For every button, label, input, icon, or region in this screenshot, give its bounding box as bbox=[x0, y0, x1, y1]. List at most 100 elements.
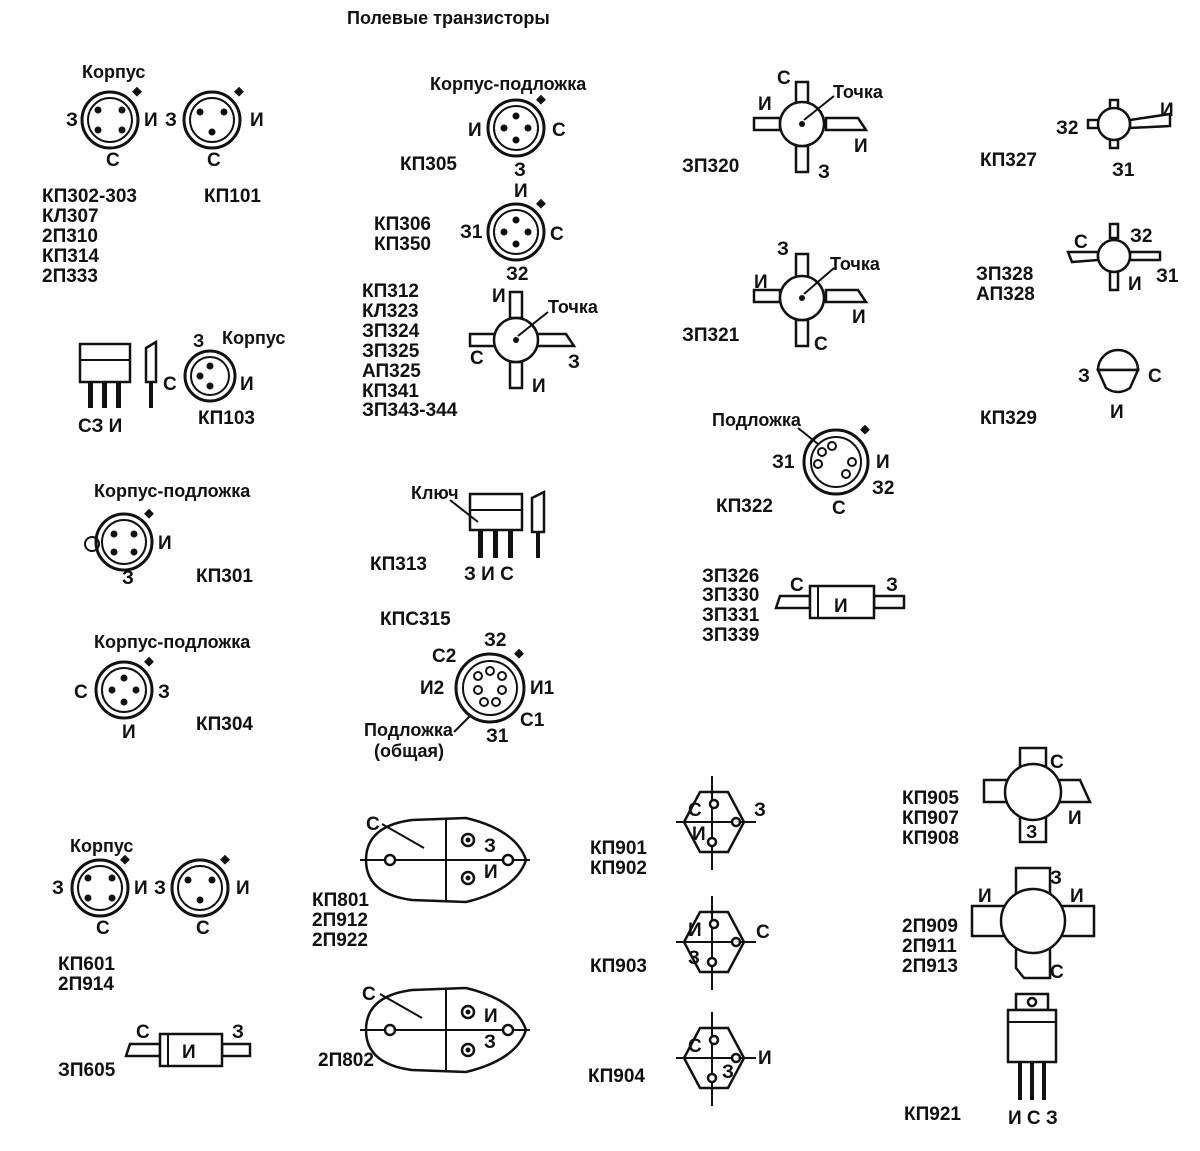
label: И bbox=[692, 824, 706, 845]
label: И bbox=[134, 878, 148, 899]
label: И bbox=[758, 1048, 772, 1069]
label: КП304 bbox=[196, 714, 253, 735]
label: И bbox=[1070, 886, 1084, 907]
label: Корпус-подложка bbox=[430, 74, 587, 94]
label: И bbox=[754, 272, 768, 293]
label: КП306 bbox=[374, 214, 431, 235]
label: Точка bbox=[548, 297, 599, 317]
label: Корпус bbox=[222, 328, 285, 348]
label: З bbox=[154, 878, 166, 899]
microstrip-3p320 bbox=[752, 80, 869, 174]
label: 2П912 bbox=[312, 910, 368, 931]
stripline-3p605 bbox=[124, 1032, 252, 1068]
label: С bbox=[163, 374, 177, 395]
label: Ключ bbox=[411, 483, 459, 503]
label: И bbox=[468, 120, 482, 141]
label: З bbox=[484, 836, 496, 857]
label: КП312 bbox=[362, 281, 419, 302]
label: И bbox=[852, 307, 866, 328]
microstrip-3p321 bbox=[752, 252, 869, 348]
power-2p909 bbox=[970, 866, 1096, 980]
label: С bbox=[832, 498, 846, 519]
label: 2П802 bbox=[318, 1050, 374, 1071]
label: З bbox=[52, 878, 64, 899]
label: С bbox=[688, 1036, 702, 1057]
label: ЗП339 bbox=[702, 625, 759, 646]
label: З bbox=[1050, 868, 1062, 889]
label: 2П310 bbox=[42, 226, 98, 247]
label: С bbox=[196, 918, 210, 939]
label: И bbox=[158, 533, 172, 554]
label: З2 bbox=[1056, 118, 1078, 139]
label: С bbox=[756, 922, 770, 943]
label: КП341 bbox=[362, 381, 419, 402]
label: КП908 bbox=[902, 828, 959, 849]
label: ЗП321 bbox=[682, 325, 740, 346]
label: Подложка bbox=[712, 410, 802, 430]
label: З bbox=[1026, 822, 1037, 842]
label: КП313 bbox=[370, 554, 427, 575]
microstrip-kp312 bbox=[468, 290, 577, 390]
label: Точка bbox=[833, 82, 884, 102]
label: КП904 bbox=[588, 1066, 645, 1087]
label: КП907 bbox=[902, 808, 959, 829]
can-kp301 bbox=[84, 508, 154, 572]
label: И bbox=[484, 1006, 498, 1027]
label: З И С bbox=[464, 564, 514, 585]
label: З bbox=[818, 162, 830, 183]
label: С bbox=[688, 800, 702, 821]
label: З2 bbox=[872, 478, 894, 499]
label: 2П913 bbox=[902, 956, 958, 977]
label: С bbox=[366, 814, 380, 835]
label: И bbox=[240, 374, 254, 395]
label: С bbox=[552, 120, 566, 141]
plastic-kp313 bbox=[449, 489, 546, 558]
label: С bbox=[136, 1022, 150, 1043]
label: З1 bbox=[772, 452, 795, 473]
label: КП801 bbox=[312, 890, 369, 911]
can-kp101 bbox=[182, 86, 244, 150]
can-2p914 bbox=[170, 854, 230, 918]
label: С2 bbox=[432, 646, 456, 667]
label: ЗП328 bbox=[976, 264, 1033, 285]
label: З bbox=[158, 682, 170, 703]
label: Точка bbox=[830, 254, 881, 274]
label: З bbox=[66, 110, 78, 131]
label: С1 bbox=[520, 710, 545, 731]
can-kp306 bbox=[486, 198, 546, 262]
hex-kp903 bbox=[676, 896, 756, 990]
label: 2П333 bbox=[42, 266, 98, 287]
label: И bbox=[1068, 808, 1082, 829]
label: КЛ323 bbox=[362, 301, 419, 322]
label: З2 bbox=[506, 264, 528, 285]
microstrip-kp327 bbox=[1086, 98, 1172, 150]
power-kp801 bbox=[360, 816, 530, 904]
label: КП301 bbox=[196, 566, 253, 587]
label: КП101 bbox=[204, 186, 261, 207]
dome-kp329 bbox=[1096, 348, 1140, 394]
label: И bbox=[854, 136, 868, 157]
label: И bbox=[250, 110, 264, 131]
label: И1 bbox=[530, 678, 555, 699]
label: И С З bbox=[1008, 1108, 1058, 1129]
label: З bbox=[514, 160, 526, 181]
label: И bbox=[122, 722, 136, 743]
label: З bbox=[777, 239, 789, 260]
label: З bbox=[688, 948, 700, 969]
label: С bbox=[207, 150, 221, 171]
label: И bbox=[758, 94, 772, 115]
label: КП350 bbox=[374, 234, 431, 255]
label: З bbox=[722, 1062, 734, 1083]
label: С bbox=[106, 150, 120, 171]
label: АП328 bbox=[976, 284, 1035, 305]
label: 2П911 bbox=[902, 936, 957, 957]
label: З bbox=[232, 1022, 244, 1043]
label: З1 bbox=[460, 222, 483, 243]
label: С bbox=[814, 334, 828, 355]
label: З bbox=[568, 352, 580, 373]
label: З bbox=[484, 1032, 496, 1053]
label: ЗП320 bbox=[682, 156, 739, 177]
label: КП329 bbox=[980, 408, 1037, 429]
label: ЗП605 bbox=[58, 1060, 116, 1081]
